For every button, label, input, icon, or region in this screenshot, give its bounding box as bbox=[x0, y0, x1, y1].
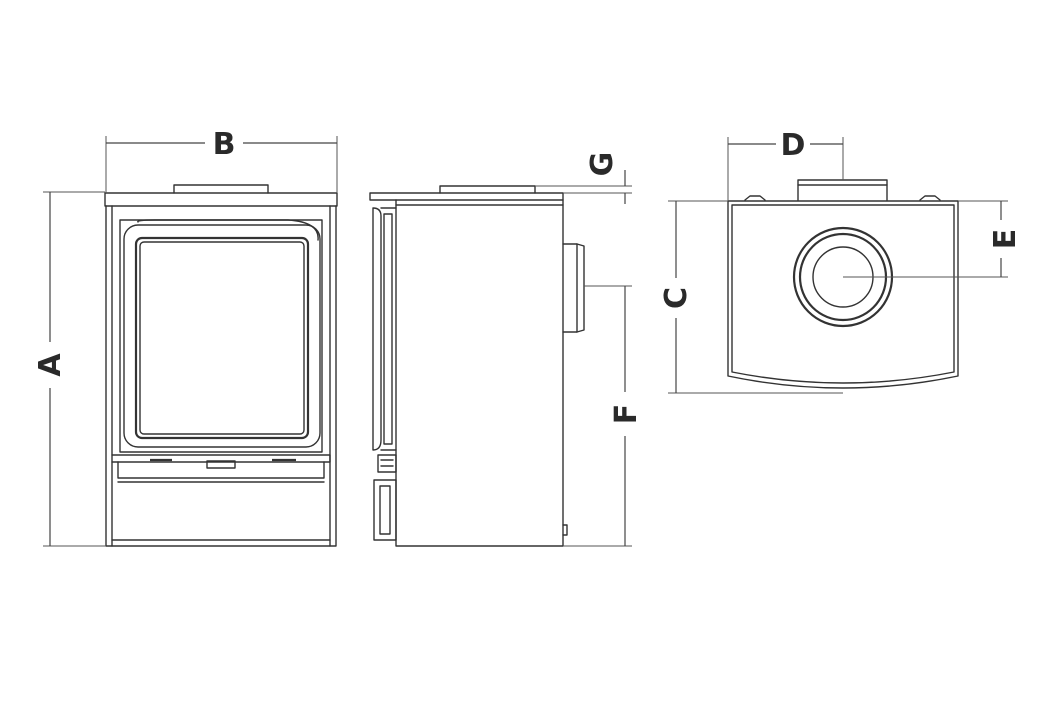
side-view bbox=[369, 185, 585, 547]
side-control-slots bbox=[380, 459, 394, 467]
label-a: A bbox=[33, 353, 68, 377]
side-ash-pan-inner bbox=[379, 485, 391, 535]
top-view bbox=[727, 179, 959, 389]
side-body bbox=[395, 204, 564, 547]
side-door-hinge bbox=[380, 207, 397, 451]
front-feet bbox=[111, 539, 331, 547]
top-hinge-tabs bbox=[744, 195, 941, 201]
label-e: E bbox=[988, 229, 1023, 250]
side-rear-flue-lip bbox=[576, 243, 585, 333]
dimension-e: E bbox=[843, 200, 1023, 278]
front-top-plate bbox=[104, 192, 338, 207]
front-body-inner bbox=[111, 205, 331, 541]
front-view bbox=[104, 184, 338, 547]
front-flue-collar bbox=[173, 184, 269, 194]
side-door-edge bbox=[383, 213, 393, 445]
dimension-d: D bbox=[727, 128, 844, 201]
side-flue-collar bbox=[439, 185, 536, 194]
side-rear-tab bbox=[562, 524, 568, 536]
top-body-inner bbox=[731, 204, 955, 384]
front-door-outer bbox=[123, 224, 321, 448]
front-glass-inner bbox=[139, 241, 305, 435]
label-f: F bbox=[609, 404, 644, 425]
front-control-bar bbox=[117, 461, 325, 479]
front-glass-window bbox=[134, 236, 310, 440]
side-ash-pan bbox=[373, 479, 397, 541]
front-door-frame bbox=[119, 219, 323, 453]
label-b: B bbox=[213, 127, 236, 162]
side-top-plate bbox=[369, 192, 564, 201]
front-ash-lip bbox=[111, 454, 331, 463]
front-logo-badge bbox=[206, 460, 236, 469]
top-flue-collar bbox=[797, 179, 888, 201]
dimension-c: C bbox=[659, 200, 843, 394]
dimension-a: A bbox=[33, 191, 106, 547]
label-c: C bbox=[659, 287, 694, 309]
dimension-g: G bbox=[535, 152, 632, 204]
label-g: G bbox=[585, 152, 620, 177]
side-control-bracket bbox=[377, 454, 397, 473]
dimension-f: F bbox=[563, 285, 644, 547]
side-rear-flue bbox=[562, 243, 578, 333]
dimension-b: B bbox=[105, 127, 338, 193]
side-door-profile bbox=[372, 207, 382, 451]
side-body-top bbox=[395, 199, 564, 206]
front-body-outline bbox=[105, 205, 337, 547]
label-d: D bbox=[781, 128, 806, 163]
top-body-outline bbox=[727, 200, 959, 389]
front-door-arc bbox=[137, 219, 319, 241]
